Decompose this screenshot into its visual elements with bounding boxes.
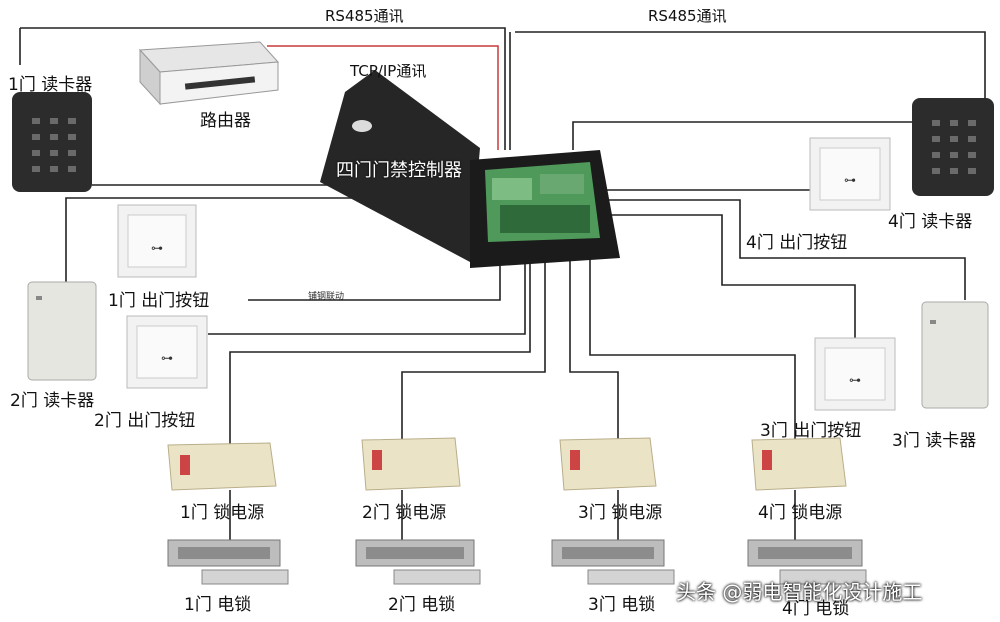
exit2-label: 2门 出门按钮 xyxy=(94,411,196,431)
reader3-label: 3门 读卡器 xyxy=(892,431,977,451)
reader1-icon xyxy=(12,92,92,192)
svg-text:⊶: ⊶ xyxy=(161,351,173,365)
psu1-label: 1门 锁电源 xyxy=(180,503,265,523)
lock-psu3-icon xyxy=(559,437,657,491)
wire-psu4 xyxy=(589,258,796,442)
lock3-icon xyxy=(551,539,675,585)
lock-psu1-icon xyxy=(167,442,277,491)
lock3-label: 3门 电锁 xyxy=(588,595,656,615)
controller-label: 四门门禁控制器 xyxy=(336,160,462,181)
wires xyxy=(19,27,986,540)
svg-text:⊶: ⊶ xyxy=(844,173,856,187)
lock4-label: 4门 电锁 xyxy=(782,599,850,619)
lock4-icon xyxy=(747,539,867,585)
rs485-right-label: RS485通讯 xyxy=(648,7,727,25)
tcpip-wire xyxy=(267,45,499,150)
lock2-icon xyxy=(355,539,481,585)
psu4-label: 4门 锁电源 xyxy=(758,503,843,523)
router-label: 路由器 xyxy=(200,111,251,131)
wire-psu3 xyxy=(569,258,619,442)
svg-text:⊶: ⊶ xyxy=(849,373,861,387)
router-icon xyxy=(138,41,280,106)
wire-exit2 xyxy=(208,250,526,335)
reader2-icon xyxy=(27,281,97,381)
lock-psu2-icon xyxy=(361,437,461,491)
rs485-wire-left xyxy=(20,27,506,150)
wire-reader3 xyxy=(600,199,966,300)
exit3-label: 3门 出门按钮 xyxy=(760,421,862,441)
controller-icon xyxy=(320,70,620,268)
lock1-label: 1门 电锁 xyxy=(184,595,252,615)
reader3-icon xyxy=(921,301,989,409)
reader4-label: 4门 读卡器 xyxy=(888,212,973,232)
wire-exit3 xyxy=(610,214,856,338)
tcpip-label: TCP/IP通讯 xyxy=(350,62,427,80)
reader4-icon xyxy=(912,98,994,196)
svg-text:⊶: ⊶ xyxy=(151,241,163,255)
wire-reader2 xyxy=(65,197,490,282)
lock-psu4-icon xyxy=(751,437,847,491)
watermark: 头条 @弱电智能化设计施工 xyxy=(676,580,923,604)
small-note-label: 铺钢联动 xyxy=(308,292,345,302)
exit-button3-icon: ⊶ xyxy=(814,337,896,411)
exit4-label: 4门 出门按钮 xyxy=(746,233,848,253)
lock2-label: 2门 电锁 xyxy=(388,595,456,615)
psu2-label: 2门 锁电源 xyxy=(362,503,447,523)
exit-button4-icon: ⊶ xyxy=(809,137,891,211)
wire-reader4 xyxy=(572,121,912,150)
reader1-label: 1门 读卡器 xyxy=(8,75,93,95)
psu3-label: 3门 锁电源 xyxy=(578,503,663,523)
wire-psu2 xyxy=(401,258,546,442)
exit1-label: 1门 出门按钮 xyxy=(108,291,210,311)
rs485-left-label: RS485通讯 xyxy=(325,7,404,25)
reader2-label: 2门 读卡器 xyxy=(10,391,95,411)
exit-button2-icon: ⊶ xyxy=(126,315,208,389)
wire-psu1 xyxy=(229,255,531,447)
exit-button1-icon: ⊶ xyxy=(117,204,197,278)
lock1-icon xyxy=(167,539,289,585)
